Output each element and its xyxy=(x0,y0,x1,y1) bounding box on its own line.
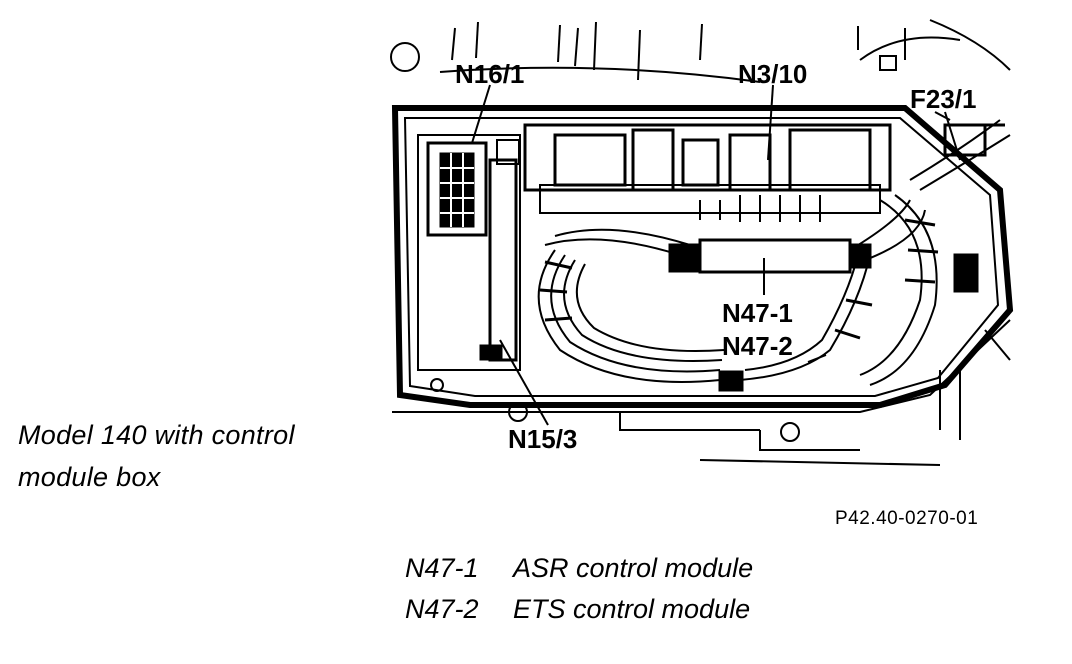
caption-line-2: module box xyxy=(18,462,161,492)
module-n3-10 xyxy=(523,123,892,222)
harness-clips xyxy=(539,218,939,340)
caption-line-1: Model 140 with control xyxy=(18,420,295,450)
small-bracket xyxy=(879,55,897,71)
module-n47 xyxy=(668,238,872,392)
leader-lines xyxy=(471,84,961,426)
callout-f23-1: F23/1 xyxy=(910,84,977,114)
legend-code: N47-1 xyxy=(405,553,479,583)
callout-n15-3: N15/3 xyxy=(508,424,577,454)
relay-module-n16-1 xyxy=(417,134,521,371)
bolt-circle xyxy=(390,42,420,72)
legend-description: ASR control module xyxy=(513,553,754,583)
callout-n47-1: N47-1 xyxy=(722,298,793,328)
fuse-f23-1 xyxy=(943,123,1005,293)
legend-row: N47-2 ETS control module xyxy=(405,594,750,625)
legend-row: N47-1 ASR control module xyxy=(405,553,753,584)
legend-description: ETS control module xyxy=(513,594,751,624)
legend-code: N47-2 xyxy=(405,594,479,624)
callout-n3-10: N3/10 xyxy=(738,59,807,89)
lower-bracket xyxy=(430,329,1011,466)
callout-n47-2: N47-2 xyxy=(722,331,793,361)
background-lines xyxy=(439,19,1011,83)
control-module-box-illustration: N16/1 N3/10 F23/1 N47-1 N47-2 N15/3 xyxy=(390,19,1014,466)
figure-id: P42.40-0270-01 xyxy=(835,508,979,529)
callout-n16-1: N16/1 xyxy=(455,59,524,89)
